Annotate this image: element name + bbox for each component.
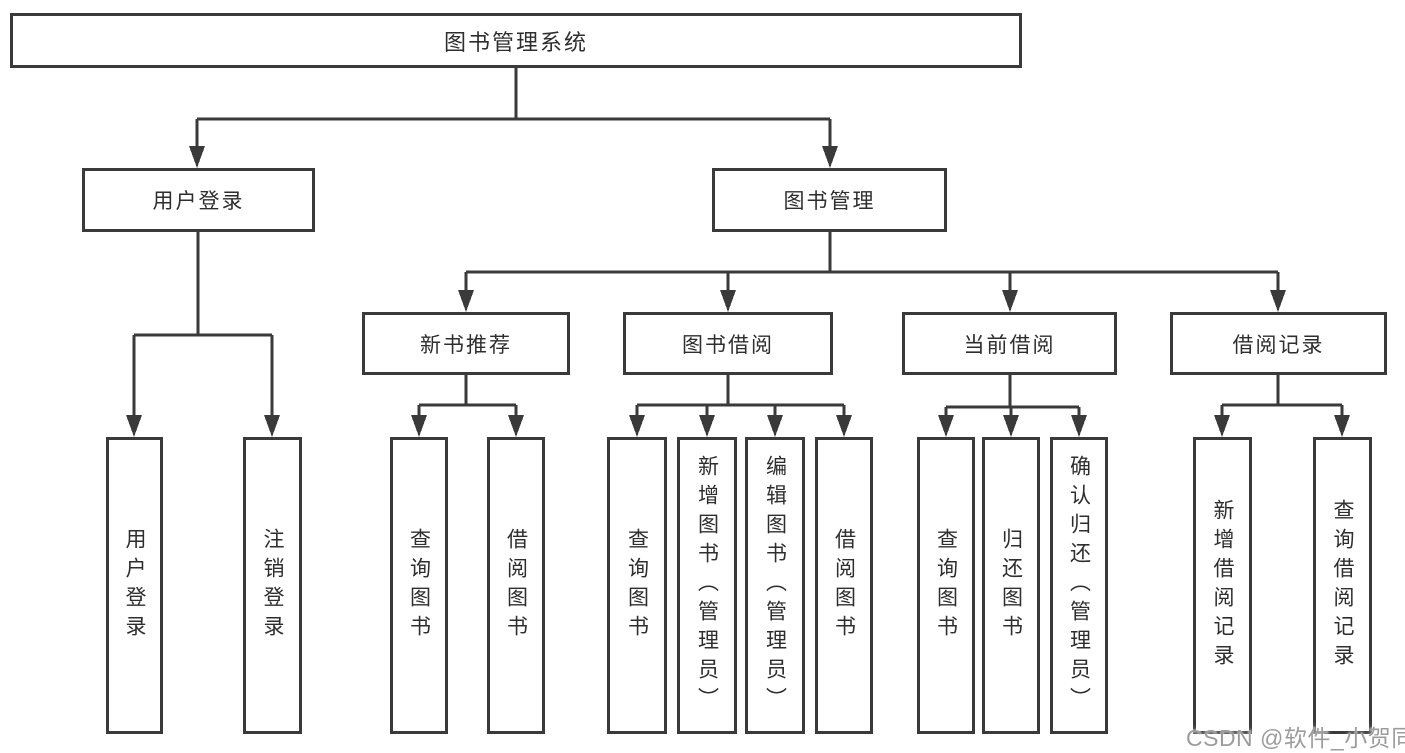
- arrowhead: [126, 415, 142, 437]
- node-label: 借阅图书: [504, 527, 528, 644]
- arrowhead: [1214, 415, 1230, 437]
- arrowhead: [720, 290, 736, 312]
- node-label: 新书推荐: [420, 333, 512, 357]
- arrowhead: [699, 415, 715, 437]
- leaf-user-login: 用户登录: [106, 437, 163, 734]
- node-label: 注销登录: [261, 527, 285, 644]
- leaf-logout: 注销登录: [243, 437, 302, 734]
- leaf-newrec-query-books: 查询图书: [390, 437, 448, 734]
- node-borrowing-records: 借阅记录: [1170, 312, 1387, 375]
- connector-current-borrow-branch: [938, 375, 1087, 437]
- arrowhead: [1334, 415, 1350, 437]
- leaf-borrow-borrow-books: 借阅图书: [815, 437, 873, 734]
- connector-book-management-branch: [458, 232, 1286, 312]
- csdn-watermark: CSDN @软件_小贺同学: [1186, 725, 1405, 751]
- leaf-borrow-query-books: 查询图书: [607, 437, 667, 734]
- leaf-current-return-books: 归还图书: [982, 437, 1040, 734]
- node-label: 查询图书: [407, 527, 431, 644]
- node-new-book-recommendation: 新书推荐: [362, 312, 570, 375]
- node-label: 借阅图书: [832, 527, 856, 644]
- leaf-newrec-borrow-books: 借阅图书: [487, 437, 545, 734]
- node-label: 归还图书: [999, 527, 1023, 644]
- node-label: 查询借阅记录: [1331, 498, 1355, 673]
- connector-borrow-record-branch: [1214, 375, 1350, 437]
- node-label: 确认归还（管理员）: [1067, 455, 1091, 716]
- node-current-borrowing: 当前借阅: [902, 312, 1117, 375]
- node-label: 编辑图书（管理员）: [763, 455, 787, 716]
- node-book-borrowing: 图书借阅: [623, 312, 833, 375]
- leaf-borrow-add-books-admin: 新增图书（管理员）: [677, 437, 737, 734]
- arrowhead: [458, 290, 474, 312]
- arrowhead: [189, 146, 205, 168]
- leaf-current-query-books: 查询图书: [917, 437, 975, 734]
- node-label: 图书借阅: [682, 333, 774, 357]
- connector-user-login-branch: [126, 232, 280, 437]
- leaf-records-query-record: 查询借阅记录: [1313, 437, 1372, 734]
- node-book-management: 图书管理: [712, 168, 947, 232]
- arrowhead: [1270, 290, 1286, 312]
- arrowhead: [1071, 415, 1087, 437]
- node-label: 查询图书: [625, 527, 649, 644]
- arrowhead: [264, 415, 280, 437]
- leaf-records-add-record: 新增借阅记录: [1193, 437, 1252, 734]
- arrowhead: [836, 415, 852, 437]
- leaf-borrow-edit-books-admin: 编辑图书（管理员）: [745, 437, 805, 734]
- leaf-current-confirm-return-admin: 确认归还（管理员）: [1050, 437, 1108, 734]
- node-label: 用户登录: [152, 190, 245, 213]
- node-label: 图书管理系统: [443, 29, 588, 55]
- node-user-login: 用户登录: [82, 168, 315, 232]
- node-library-management-system: 图书管理系统: [10, 13, 1022, 68]
- arrowhead: [1003, 415, 1019, 437]
- node-label: 用户登录: [123, 527, 147, 644]
- node-label: 图书管理: [783, 190, 876, 213]
- arrowhead: [411, 415, 427, 437]
- node-label: 新增图书（管理员）: [695, 455, 719, 716]
- arrowhead: [822, 146, 838, 168]
- arrowhead: [938, 415, 954, 437]
- arrowhead: [629, 415, 645, 437]
- connector-book-borrow-branch: [629, 375, 852, 437]
- connector-root-to-level2: [189, 68, 838, 168]
- node-label: 当前借阅: [963, 333, 1056, 357]
- arrowhead: [767, 415, 783, 437]
- node-label: 新增借阅记录: [1211, 498, 1235, 673]
- arrowhead: [508, 415, 524, 437]
- connector-new-book-rec-branch: [411, 375, 524, 437]
- arrowhead: [1002, 290, 1018, 312]
- node-label: 查询图书: [934, 527, 958, 644]
- node-label: 借阅记录: [1232, 333, 1325, 357]
